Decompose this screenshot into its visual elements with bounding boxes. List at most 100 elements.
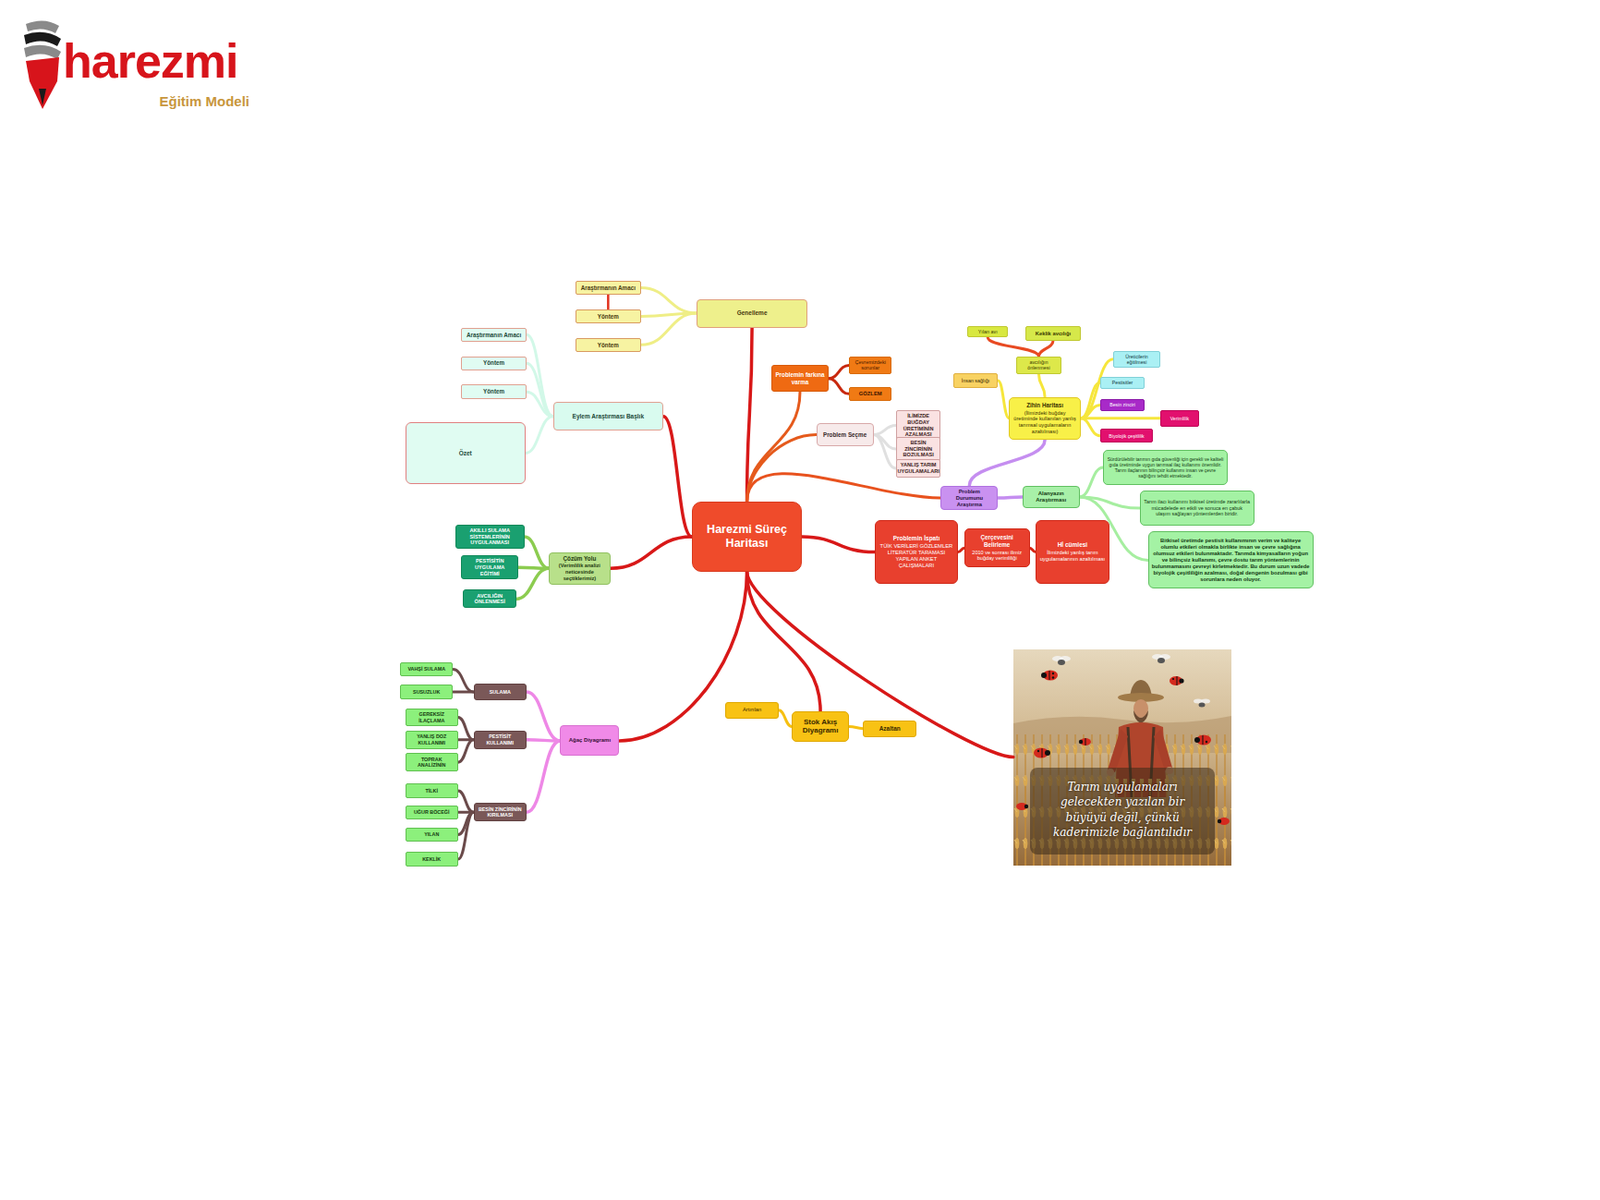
mind-map-node: Yöntem bbox=[575, 309, 642, 324]
mind-map-node: Zihin Haritası(İlimizdeki buğday üretimi… bbox=[1008, 397, 1080, 440]
node-body: TÜİK VERİLERİ GÖZLEMLER LİTERATÜR TARAMA… bbox=[878, 543, 956, 570]
node-heading: SULAMA bbox=[489, 689, 511, 695]
node-heading: KEKLİK bbox=[422, 856, 441, 862]
node-heading: BESİN ZİNCİRİNİN KIRILMASI bbox=[477, 806, 523, 819]
mind-map-node: Keklik avcılığı bbox=[1025, 326, 1081, 340]
connector bbox=[828, 378, 849, 395]
mind-map-node: YANLIŞ TARIM UYGULAMALARI bbox=[896, 459, 942, 477]
mind-map-node: YILAN bbox=[405, 827, 459, 842]
connector bbox=[526, 391, 554, 417]
node-heading: avcılığın önlenmesi bbox=[1019, 359, 1058, 372]
mind-map-node: Problem Seçme bbox=[816, 423, 874, 446]
mind-map-node: Eylem Araştırması Başlık bbox=[553, 401, 664, 431]
node-heading: Problem Durumunu Araştırma bbox=[944, 488, 994, 509]
connector bbox=[801, 536, 874, 553]
connector bbox=[526, 334, 554, 416]
node-heading: Yöntem bbox=[483, 359, 505, 367]
mind-map-node: BESİN ZİNCİRİNİN BOZULMASI bbox=[896, 436, 942, 461]
logo-pen-icon bbox=[20, 16, 65, 115]
node-heading: Harezmi Süreç Haritası bbox=[695, 522, 799, 551]
mind-map-node: KEKLİK bbox=[405, 851, 459, 866]
mind-map-node: Besin zinciri bbox=[1100, 399, 1146, 412]
connector bbox=[452, 669, 473, 692]
mind-map-node: GÖZLEM bbox=[848, 387, 892, 401]
connector bbox=[1038, 374, 1045, 398]
node-heading: Çerçevesini Belirleme bbox=[968, 533, 1027, 548]
mind-map-node: YANLIŞ DOZ KULLANIMI bbox=[405, 730, 459, 750]
node-heading: PESTİSİTİN UYGULAMA EĞİTİMİ bbox=[464, 557, 515, 577]
connector bbox=[516, 568, 549, 599]
mind-map-node: Problemin İspatıTÜİK VERİLERİ GÖZLEMLER … bbox=[874, 520, 959, 583]
image-caption-node: Tarım uygulamaları gelecekten yazılan bi… bbox=[1013, 649, 1232, 866]
node-body: 2010 ve sonrası ilimiz buğday verimliliğ… bbox=[968, 549, 1027, 562]
mind-map-node: Artırılan bbox=[725, 702, 778, 719]
mind-map-node: Yöntem bbox=[575, 338, 642, 352]
mind-map-node: Tarım ilacı kullanımı bitkisel üretimde … bbox=[1139, 490, 1255, 526]
mind-map-node: Biyolojik çeşitlilik bbox=[1100, 428, 1153, 443]
connector bbox=[873, 435, 897, 469]
node-heading: TOPRAK ANALİZİNİN bbox=[409, 756, 455, 769]
connector bbox=[997, 496, 1023, 498]
node-heading: AKILLI SULAMA SİSTEMLERİNİN UYGULANMASI bbox=[459, 527, 522, 546]
node-body: (Verimlilik analizi neticesinde seçtikle… bbox=[552, 562, 607, 582]
node-heading: Yöntem bbox=[597, 313, 619, 321]
node-heading: Biyolojik çeşitlilik bbox=[1108, 433, 1144, 439]
node-heading: Alanyazın Araştırması bbox=[1026, 490, 1077, 504]
node-heading: Çözüm Yolu bbox=[562, 555, 596, 563]
node-heading: Problem Seçme bbox=[823, 431, 867, 439]
node-heading: Problemin İspatı bbox=[893, 534, 941, 543]
node-heading: Verimlilik bbox=[1170, 415, 1189, 422]
node-heading: YANLIŞ TARIM UYGULAMALARI bbox=[896, 461, 939, 474]
node-heading: Genelleme bbox=[737, 309, 768, 317]
connector bbox=[1080, 418, 1101, 437]
node-heading: Artırılan bbox=[742, 706, 762, 714]
connector bbox=[452, 690, 473, 693]
mind-map-node: Bitkisel üretimde pestisit kullanımının … bbox=[1148, 531, 1314, 589]
node-heading: Yöntem bbox=[483, 387, 505, 396]
connector bbox=[606, 294, 610, 309]
mind-map-node: Verimlilik bbox=[1160, 410, 1200, 427]
mind-map-node: Araştırmanın Amacı bbox=[460, 327, 527, 342]
node-heading: VAHŞİ SULAMA bbox=[407, 666, 446, 672]
mind-map-node: AKILLI SULAMA SİSTEMLERİNİN UYGULANMASI bbox=[455, 524, 525, 550]
mind-map-node: Yılan avı bbox=[967, 326, 1008, 338]
mind-map-node: AVCILIĞIN ÖNLENMESİ bbox=[462, 589, 516, 608]
connector bbox=[1079, 467, 1104, 497]
connector bbox=[641, 313, 698, 345]
node-heading: Yöntem bbox=[597, 341, 619, 350]
node-heading: BESİN ZİNCİRİNİN BOZULMASI bbox=[899, 439, 938, 459]
connector bbox=[1080, 382, 1101, 419]
mind-map-node: PESTİSİTİN UYGULAMA EĞİTİMİ bbox=[460, 555, 519, 580]
connector bbox=[458, 812, 474, 860]
node-heading: Eylem Araştırması Başlık bbox=[572, 412, 644, 421]
connector bbox=[778, 710, 792, 728]
mind-map-node: Yöntem bbox=[460, 356, 527, 371]
mind-map-node: PESTİSİT KULLANIMI bbox=[473, 730, 527, 750]
node-heading: Pestisitler bbox=[1112, 379, 1134, 386]
connector bbox=[969, 439, 1045, 486]
node-heading: Problemin farkına varma bbox=[775, 371, 825, 386]
node-heading: İnsan sağlığı bbox=[961, 377, 991, 384]
node-heading: SUSUZLUK bbox=[412, 689, 440, 695]
node-heading: YILAN bbox=[424, 831, 439, 837]
node-heading: Araştırmanın Amacı bbox=[466, 331, 522, 340]
mind-map-node: Pestisitler bbox=[1100, 376, 1146, 389]
connector bbox=[997, 380, 1009, 419]
connector bbox=[526, 691, 560, 741]
mind-map-node: SULAMA bbox=[473, 683, 527, 701]
connector bbox=[747, 571, 1014, 758]
mind-map-node: Çerçevesini Belirleme2010 ve sonrası ili… bbox=[964, 528, 1031, 568]
mind-map-node: GEREKSİZ İLAÇLAMA bbox=[405, 708, 459, 727]
node-heading: Azaltan bbox=[879, 725, 901, 733]
node-heading: GEREKSİZ İLAÇLAMA bbox=[409, 711, 455, 724]
node-heading: Ağaç Diyagramı bbox=[569, 737, 611, 744]
node-heading: Tarım ilacı kullanımı bitkisel üretimde … bbox=[1143, 498, 1251, 517]
connector bbox=[526, 739, 560, 741]
connector bbox=[747, 473, 942, 503]
connector bbox=[525, 416, 554, 454]
connector bbox=[957, 547, 965, 552]
mind-map-node: Çevremizdeki sorunlar bbox=[848, 356, 892, 375]
mind-map-node: TOPRAK ANALİZİNİN bbox=[405, 752, 459, 772]
node-heading: Besin zinciri bbox=[1109, 401, 1136, 408]
